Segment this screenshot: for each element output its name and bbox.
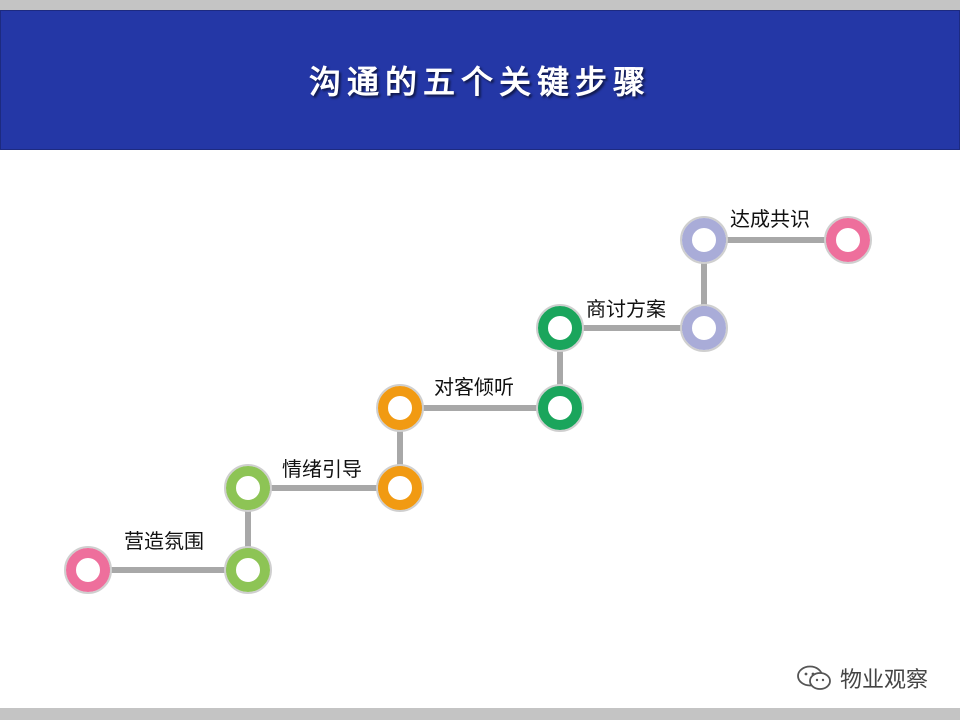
top-strip (0, 0, 960, 10)
step-1-lower-node (226, 548, 270, 592)
step-4-lower-node (682, 306, 726, 350)
step-labels: 营造氛围 情绪引导 对客倾听 商讨方案 达成共识 (124, 207, 810, 553)
node-outer-ring (536, 304, 584, 352)
title-banner: 沟通的五个关键步骤 (0, 10, 960, 150)
step-2-lower-node (378, 466, 422, 510)
step-label-2: 情绪引导 (282, 457, 362, 481)
nodes (64, 216, 872, 594)
step-3-lower-node (538, 386, 582, 430)
step-1-upper-node (226, 466, 270, 510)
step-3-upper-node (538, 306, 582, 350)
bottom-strip (0, 708, 960, 720)
page-title: 沟通的五个关键步骤 (308, 63, 651, 101)
step-4-upper-node (682, 218, 726, 262)
node-outer-ring (224, 464, 272, 512)
node-outer-ring (680, 304, 728, 352)
endpoint-start-node (66, 548, 110, 592)
node-outer-ring (680, 216, 728, 264)
node-outer-ring (536, 384, 584, 432)
node-outer-ring (376, 464, 424, 512)
node-outer-ring (64, 546, 112, 594)
step-label-3: 对客倾听 (434, 375, 514, 399)
node-outer-ring (824, 216, 872, 264)
connectors (85, 237, 851, 573)
step-label-4: 商讨方案 (586, 297, 666, 321)
step-2-upper-node (378, 386, 422, 430)
watermark: 物业观察 (796, 662, 928, 694)
node-outer-ring (376, 384, 424, 432)
node-outer-ring (224, 546, 272, 594)
step-label-1: 营造氛围 (124, 529, 204, 553)
step-label-5: 达成共识 (730, 207, 810, 231)
watermark-text: 物业观察 (839, 668, 928, 693)
wechat-icon (797, 665, 831, 690)
endpoint-end-node (826, 218, 870, 262)
